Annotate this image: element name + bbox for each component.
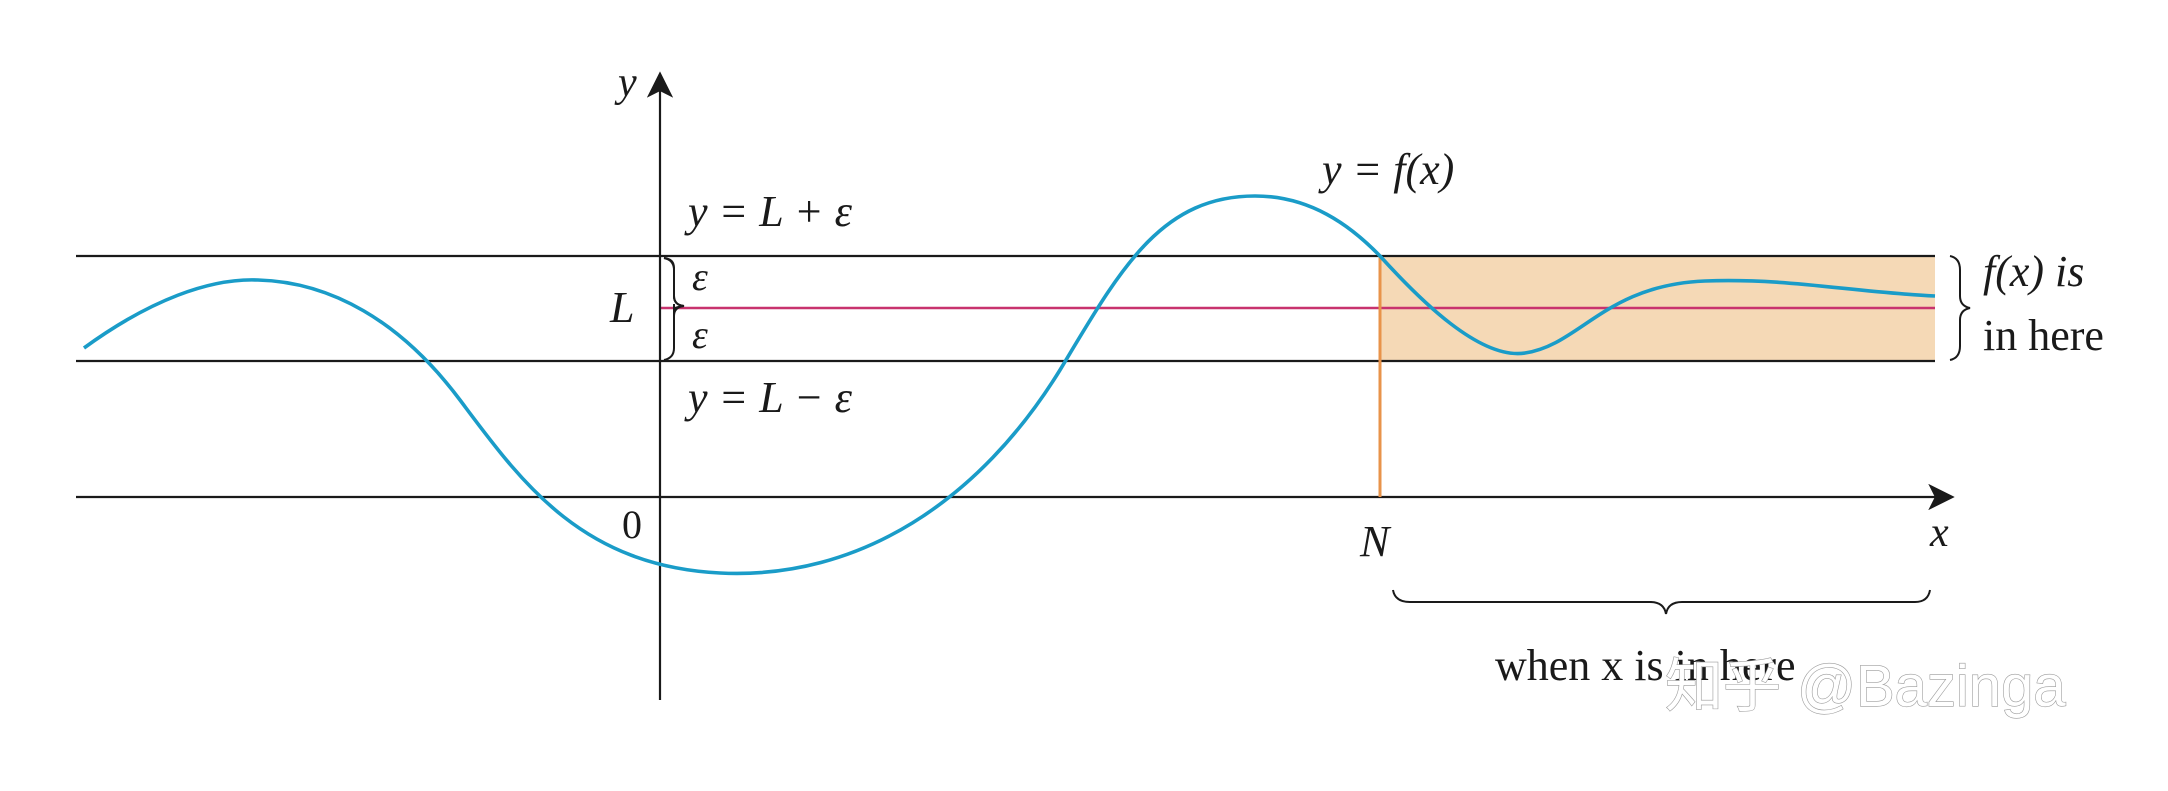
x-range-brace [1392, 589, 1931, 615]
upper-line-label: y = L + ε [684, 187, 853, 236]
band-note-line1: f(x) is [1983, 247, 2084, 296]
x-axis-label: x [1929, 510, 1949, 556]
epsilon-upper-label: ε [692, 254, 708, 299]
curve-label: y = f(x) [1318, 145, 1454, 194]
watermark: 知乎 @Bazinga [1665, 654, 2066, 719]
band-brace [1949, 255, 1971, 361]
x-range-note: when x is in here [1495, 641, 1796, 690]
epsilon-lower-label: ε [692, 312, 708, 357]
band-note-line2: in here [1983, 311, 2104, 360]
function-curve [82, 194, 1936, 576]
epsilon-brace-top [663, 257, 685, 311]
N-label: N [1359, 517, 1392, 566]
lower-line-label: y = L − ε [684, 373, 853, 422]
origin-label: 0 [622, 502, 642, 547]
L-label: L [609, 283, 634, 332]
epsilon-brace-lower [663, 310, 675, 361]
y-axis-label: y [614, 60, 637, 106]
